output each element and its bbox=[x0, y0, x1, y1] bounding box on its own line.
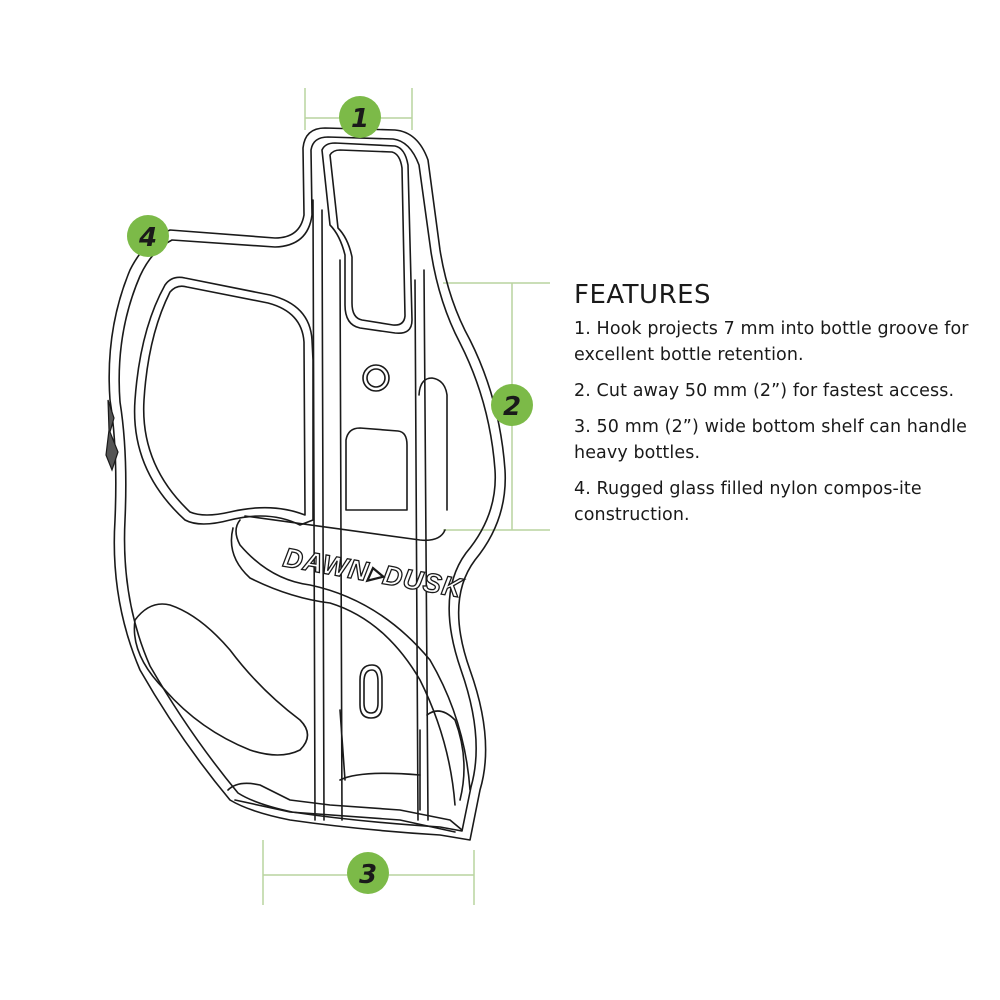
bottle-cage-outline bbox=[108, 127, 507, 841]
brand-logo: DAWN▸DUSK bbox=[280, 542, 467, 605]
feature-item-hook: 1. Hook projects 7 mm into bottle groove… bbox=[574, 319, 969, 365]
feature-item-cut-away: 2. Cut away 50 mm (2”) for fastest acces… bbox=[574, 381, 955, 401]
callout-number-3: 3 bbox=[359, 860, 377, 890]
callout-badge-2: 2 bbox=[491, 384, 533, 426]
callout-badge-4: 4 bbox=[127, 215, 169, 257]
side-logo-mark bbox=[105, 399, 119, 472]
feature-item-bottom-shelf: 3. 50 mm (2”) wide bottom shelf can hand… bbox=[574, 417, 968, 463]
callout-number-1: 1 bbox=[351, 104, 369, 134]
brand-logo-text: DAWN▸DUSK bbox=[281, 542, 466, 603]
callout-number-4: 4 bbox=[138, 223, 157, 253]
features-panel: FEATURES 1. Hook projects 7 mm into bott… bbox=[574, 280, 994, 538]
callout-number-2: 2 bbox=[503, 392, 521, 422]
features-title: FEATURES bbox=[574, 280, 712, 310]
callout-badge-3: 3 bbox=[347, 852, 389, 894]
callout-badge-1: 1 bbox=[339, 96, 381, 138]
features-list: 1. Hook projects 7 mm into bottle groove… bbox=[574, 316, 994, 528]
feature-item-construction: 4. Rugged glass filled nylon compos-ite … bbox=[574, 479, 922, 525]
